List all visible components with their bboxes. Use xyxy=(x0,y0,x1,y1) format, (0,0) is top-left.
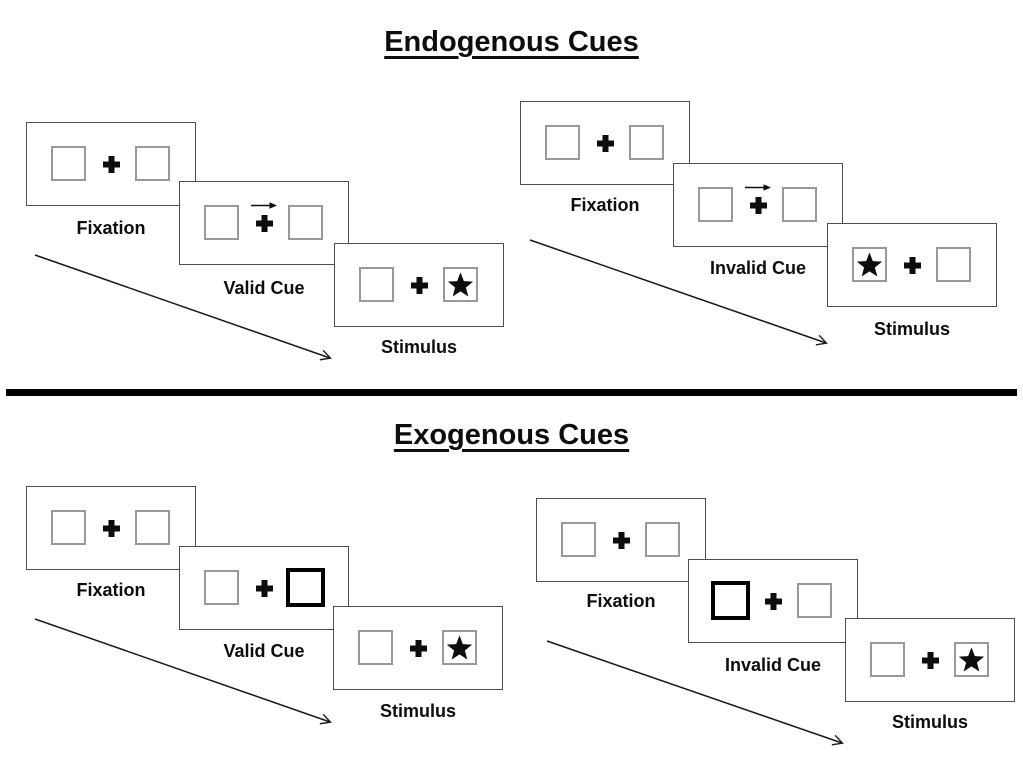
panel-label-fixation: Fixation xyxy=(570,195,640,215)
left-box xyxy=(204,205,239,240)
cue-panel xyxy=(179,546,349,630)
panel-label-valid-cue: Valid Cue xyxy=(223,641,305,661)
cue-panel xyxy=(688,559,858,643)
left-box xyxy=(698,187,733,222)
fixation-panel xyxy=(26,122,196,206)
fixation-cross-icon xyxy=(411,277,428,294)
fixation-cross-icon xyxy=(410,640,427,657)
cue-panel xyxy=(179,181,349,265)
right-box xyxy=(645,522,680,557)
panel-label-invalid-cue: Invalid Cue xyxy=(709,258,807,278)
right-box xyxy=(135,146,170,181)
right-box xyxy=(797,583,832,618)
fixation-cross-icon xyxy=(922,652,939,669)
right-box xyxy=(135,510,170,545)
stimulus-panel xyxy=(827,223,997,307)
fixation-cross-icon xyxy=(765,593,782,610)
fixation-cross-icon xyxy=(256,215,273,232)
stimulus-panel xyxy=(845,618,1015,702)
left-box xyxy=(852,247,887,282)
left-box xyxy=(358,630,393,665)
panel-label-stimulus: Stimulus xyxy=(873,319,950,339)
panel-label-fixation: Fixation xyxy=(76,218,146,238)
left-box xyxy=(204,570,239,605)
right-box xyxy=(443,267,478,302)
fixation-cross-icon xyxy=(613,532,630,549)
panel-label-valid-cue: Valid Cue xyxy=(223,278,305,298)
stimulus-panel xyxy=(334,243,504,327)
star-icon xyxy=(958,647,985,672)
right-box xyxy=(782,187,817,222)
arrow-right-icon xyxy=(251,202,277,209)
left-box xyxy=(870,642,905,677)
star-icon xyxy=(856,252,883,277)
fixation-cross-icon xyxy=(750,197,767,214)
stimulus-panel xyxy=(333,606,503,690)
left-box xyxy=(359,267,394,302)
arrow-right-icon xyxy=(745,184,771,191)
fixation-cross-icon xyxy=(597,135,614,152)
timeline-arrow xyxy=(529,239,828,346)
fixation-panel xyxy=(536,498,706,582)
left-box xyxy=(561,522,596,557)
left-box xyxy=(51,146,86,181)
fixation-cross-icon xyxy=(904,257,921,274)
fixation-panel xyxy=(520,101,690,185)
left-box xyxy=(51,510,86,545)
panel-label-stimulus: Stimulus xyxy=(379,701,456,721)
panel-label-stimulus: Stimulus xyxy=(380,337,457,357)
timeline-arrow xyxy=(34,254,332,361)
bold-cue-box xyxy=(711,581,750,620)
right-box xyxy=(442,630,477,665)
star-icon xyxy=(446,635,473,660)
section-title-exogenous: Exogenous Cues xyxy=(393,419,630,451)
bold-cue-box xyxy=(286,568,325,607)
right-box xyxy=(288,205,323,240)
panel-label-invalid-cue: Invalid Cue xyxy=(724,655,822,675)
section-title-endogenous: Endogenous Cues xyxy=(384,26,639,58)
left-box xyxy=(545,125,580,160)
right-box xyxy=(954,642,989,677)
panel-label-fixation: Fixation xyxy=(76,580,146,600)
right-box xyxy=(629,125,664,160)
timeline-arrow xyxy=(34,618,332,725)
section-divider xyxy=(6,389,1017,396)
fixation-cross-icon xyxy=(103,156,120,173)
panel-label-fixation: Fixation xyxy=(586,591,656,611)
fixation-cross-icon xyxy=(103,520,120,537)
cue-panel xyxy=(673,163,843,247)
fixation-panel xyxy=(26,486,196,570)
panel-label-stimulus: Stimulus xyxy=(891,712,968,732)
right-box xyxy=(936,247,971,282)
timeline-arrow xyxy=(546,640,844,746)
fixation-cross-icon xyxy=(256,580,273,597)
star-icon xyxy=(447,272,474,297)
